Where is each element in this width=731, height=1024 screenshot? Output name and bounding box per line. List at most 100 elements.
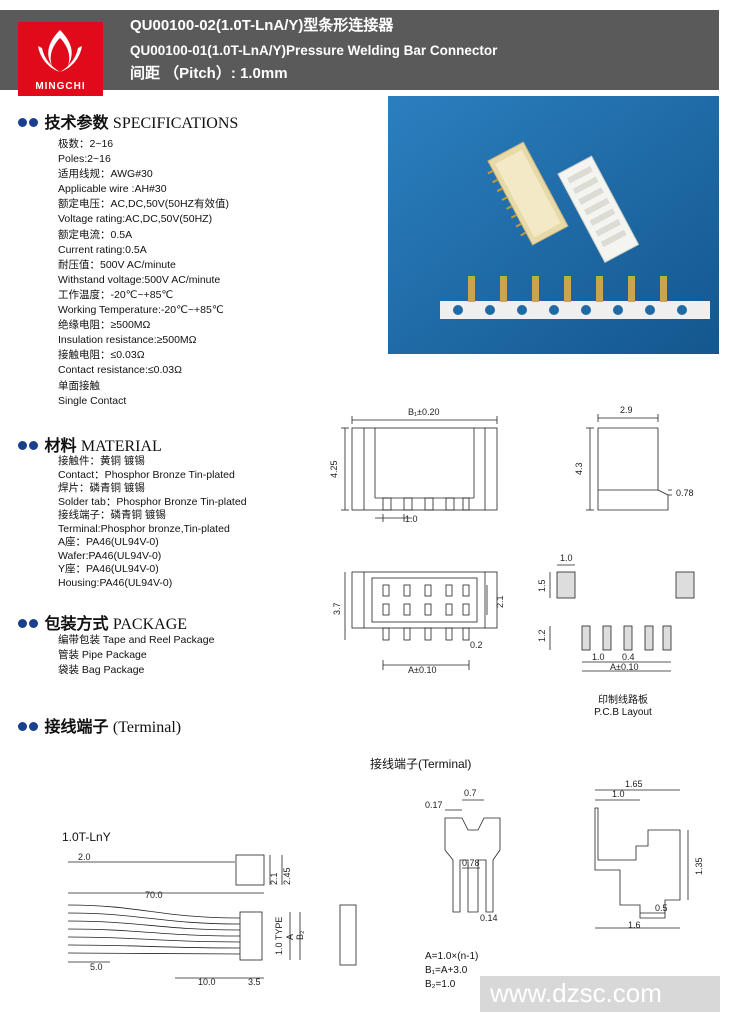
side-dim-1-0: 1.0	[612, 789, 625, 799]
wire-dim-a: A	[285, 934, 295, 940]
bullet-icon	[18, 441, 27, 450]
formula-block: A=1.0×(n-1) B₁=A+3.0 B₂=1.0	[425, 950, 478, 992]
bullet-icon	[29, 619, 38, 628]
dim-0-78: 0.78	[676, 488, 694, 498]
formula-b2: B₂=1.0	[425, 979, 456, 990]
logo-flame-icon	[38, 30, 82, 72]
pcb-dim-1-0: 1.0	[560, 553, 573, 563]
side-dim-1-65: 1.65	[625, 779, 643, 789]
package-line: 袋装 Bag Package	[58, 664, 145, 676]
dim-pitch: 1.0	[405, 514, 418, 524]
pcb-layout-view	[549, 564, 695, 672]
spec-line: 额定电压：AC,DC,50V(50HZ有效值)	[58, 198, 229, 211]
spec-line: 工作温度：-20℃~+85℃	[58, 288, 174, 301]
package-heading-en: PACKAGE	[112, 616, 188, 633]
terminal-front-view	[444, 799, 501, 913]
material-heading-zh: 材料	[44, 436, 77, 455]
material-line: Contact：Phosphor Bronze Tin-plated	[58, 468, 235, 481]
wire-dim-2-0: 2.0	[78, 852, 91, 862]
lny-label: 1.0T-LnY	[62, 830, 111, 844]
specs-heading-en: SPECIFICATIONS	[112, 115, 239, 132]
specs-list: 极数：2~16 Poles:2~16 适用线规：AWG#30 Applicabl…	[58, 137, 229, 409]
pcb-dim-a: A±0.10	[610, 662, 638, 672]
wire-dim-3-5: 3.5	[248, 977, 261, 987]
wire-dim-type: 1.0 TYPE	[274, 917, 284, 955]
dim-4-3: 4.3	[574, 462, 584, 475]
side-dim-1-35: 1.35	[694, 857, 704, 875]
bullet-icon	[18, 722, 27, 731]
spec-line: 极数：2~16	[58, 138, 114, 150]
product-photo	[388, 96, 719, 354]
wire-dim-2-45: 2.45	[282, 867, 292, 885]
pcb-layout-caption: 印制线路板 P.C.B Layout	[578, 695, 668, 719]
term-dim-0-7: 0.7	[464, 788, 477, 798]
header-title-1: QU00100-02(1.0T-LnA/Y)型条形连接器	[130, 17, 394, 34]
material-line: A座：PA46(UL94V-0)	[58, 536, 159, 548]
spec-line: Applicable wire :AH#30	[58, 183, 167, 196]
wire-harness	[67, 854, 357, 979]
term-dim-0-78: 0.78	[462, 858, 480, 868]
spec-line: 额定电流：0.5A	[58, 228, 133, 241]
bullet-icon	[29, 118, 38, 127]
terminal-heading-zh: 接线端子	[44, 717, 109, 736]
spec-line: Poles:2~16	[58, 153, 111, 166]
material-line: 接触件：黄铜 镀锡	[58, 455, 145, 467]
spec-line: 耐压值：500V AC/minute	[58, 258, 176, 271]
terminal-caption: 接线端子(Terminal)	[370, 757, 472, 771]
bullet-icon	[18, 619, 27, 628]
spec-line: Insulation resistance:≥500MΩ	[58, 334, 197, 347]
material-line: Wafer:PA46(UL94V-0)	[58, 549, 162, 562]
terminal-side-view	[594, 789, 689, 929]
wire-dim-2-1: 2.1	[269, 872, 279, 885]
dim-a: A±0.10	[408, 665, 436, 675]
spec-line: 绝缘电阻：≥500MΩ	[58, 319, 151, 332]
material-line: Y座：PA46(UL94V-0)	[58, 563, 159, 575]
pcb-dim-0-4: 0.4	[622, 652, 635, 662]
wire-dim-10: 10.0	[198, 977, 216, 987]
header-title-2: QU00100-01(1.0T-LnA/Y)Pressure Welding B…	[130, 43, 498, 58]
package-list: 编带包装 Tape and Reel Package 管装 Pipe Packa…	[58, 633, 214, 678]
bullet-icon	[29, 441, 38, 450]
spec-line: 适用线规：AWG#30	[58, 168, 153, 181]
material-line: 焊片：磷青铜 镀锡	[58, 482, 145, 494]
watermark-bar	[480, 976, 720, 1012]
watermark-text: www.dzsc.com	[490, 978, 662, 1008]
specs-heading-zh: 技术参数	[44, 113, 109, 132]
terminal-heading-en: (Terminal)	[112, 719, 182, 736]
material-line: Terminal:Phosphor bronze,Tin-plated	[58, 522, 230, 535]
top-view	[344, 571, 498, 670]
formula-b1: B₁=A+3.0	[425, 965, 468, 976]
material-line: Housing:PA46(UL94V-0)	[58, 576, 173, 589]
formula-a: A=1.0×(n-1)	[425, 951, 479, 962]
material-list: 接触件：黄铜 镀锡 Contact：Phosphor Bronze Tin-pl…	[58, 455, 247, 590]
spec-line: Current rating:0.5A	[58, 243, 147, 256]
bullet-icon	[18, 118, 27, 127]
spec-line: Contact resistance:≤0.03Ω	[58, 364, 182, 377]
side-view	[586, 414, 672, 511]
dim-2-1: 2.1	[495, 595, 505, 608]
spec-line: Single Contact	[58, 394, 127, 407]
wire-dim-70: 70.0	[145, 890, 163, 900]
term-dim-0-14: 0.14	[480, 913, 498, 923]
dim-b1: B₁±0.20	[408, 407, 440, 417]
specs-heading: 技术参数 SPECIFICATIONS	[18, 109, 238, 133]
material-line: 接线端子：磷青铜 镀锡	[58, 509, 166, 521]
material-heading-en: MATERIAL	[80, 438, 162, 455]
wire-dim-5-0: 5.0	[90, 962, 103, 972]
side-dim-1-6: 1.6	[628, 920, 641, 930]
spec-line: 接触电阻：≤0.03Ω	[58, 349, 145, 362]
pcb-dim-pitch: 1.0	[592, 652, 605, 662]
pcb-dim-1-2: 1.2	[537, 629, 547, 642]
mingchi-logo: MINGCHI	[18, 22, 103, 96]
dim-2-9: 2.9	[620, 405, 633, 415]
dim-4-25: 4.25	[329, 460, 339, 478]
spec-line: Voltage rating:AC,DC,50V(50HZ)	[58, 213, 213, 226]
pcb-dim-1-5: 1.5	[537, 579, 547, 592]
header-title-3: 间距 （Pitch）: 1.0mm	[130, 65, 288, 82]
header-banner: MINGCHI QU00100-02(1.0T-LnA/Y)型条形连接器 QU0…	[0, 10, 719, 96]
pcb-caption-en: P.C.B Layout	[594, 707, 652, 718]
material-line: Solder tab：Phosphor Bronze Tin-plated	[58, 495, 247, 508]
spec-line: 单面接触	[58, 379, 100, 392]
side-dim-0-5: 0.5	[655, 903, 668, 913]
